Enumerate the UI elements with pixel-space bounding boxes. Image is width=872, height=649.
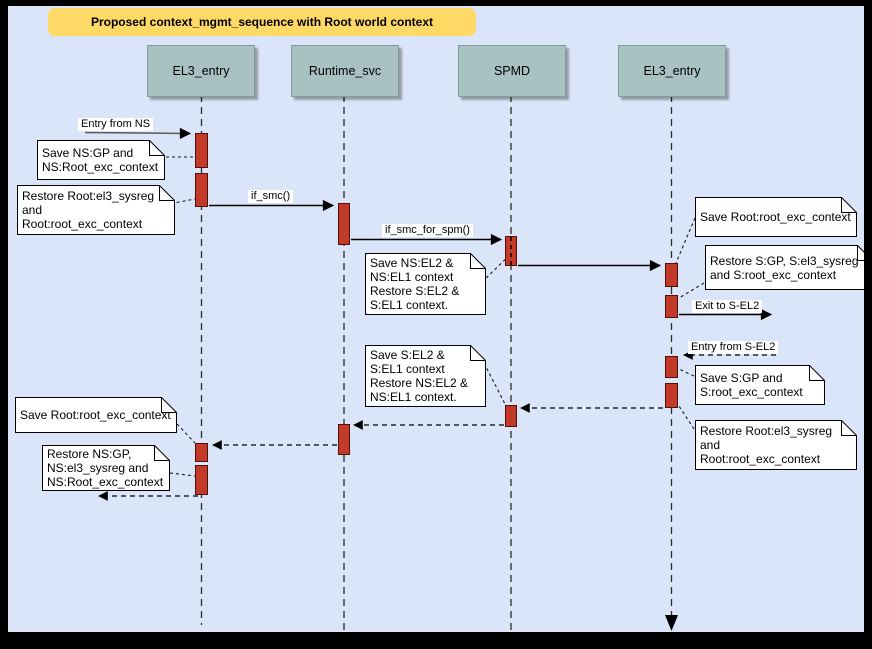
note-connector xyxy=(678,405,695,430)
activation-bar xyxy=(195,443,208,462)
note-fold-icon xyxy=(857,245,864,261)
note-save-ns-el2: Save NS:EL2 & NS:EL1 context Restore S:E… xyxy=(365,253,486,315)
activation-bar xyxy=(505,405,517,427)
note-text: Restore NS:GP, NS:el3_sysreg and NS:Root… xyxy=(47,447,164,489)
lifeline-header-spmd: SPMD xyxy=(458,45,566,97)
note-restore-root-el3-sysreg-left: Restore Root:el3_sysreg and Root:root_ex… xyxy=(17,185,175,235)
note-connector xyxy=(483,362,506,405)
note-text: Save Root:root_exc_context xyxy=(20,408,171,422)
message-label-if-smc-for-spm: if_smc_for_spm() xyxy=(382,224,473,237)
note-text: Save S:GP and S:root_exc_context xyxy=(700,371,803,399)
note-text: Restore Root:el3_sysreg and Root:root_ex… xyxy=(22,189,155,231)
activation-bar xyxy=(195,173,208,207)
activation-bar xyxy=(505,236,517,266)
note-text: Restore S:GP, S:el3_sysreg and S:root_ex… xyxy=(710,253,859,282)
note-restore-s-gp: Restore S:GP, S:el3_sysreg and S:root_ex… xyxy=(705,245,864,290)
note-save-root-exc-context-left: Save Root:root_exc_context xyxy=(15,397,177,433)
note-fold-icon xyxy=(470,253,486,269)
note-save-s-el2: Save S:EL2 & S:EL1 context Restore NS:EL… xyxy=(365,345,486,407)
note-connector xyxy=(176,423,196,444)
activation-bar xyxy=(338,203,350,245)
message-label-entry-from-ns: Entry from NS xyxy=(78,118,154,131)
sequence-diagram-canvas: Proposed context_mgmt_sequence with Root… xyxy=(8,6,864,632)
lifeline-header-el3-entry-right: EL3_entry xyxy=(618,45,726,97)
message-label-exit-to-s-el2: Exit to S-EL2 xyxy=(692,300,763,313)
note-restore-ns-gp: Restore NS:GP, NS:el3_sysreg and NS:Root… xyxy=(42,445,170,491)
note-connector xyxy=(675,217,696,264)
note-connector xyxy=(169,472,196,477)
note-connector xyxy=(678,282,705,299)
note-fold-icon xyxy=(841,197,857,213)
note-connector xyxy=(678,368,695,377)
message-label-entry-from-s-el2: Entry from S-EL2 xyxy=(688,341,779,354)
note-fold-icon xyxy=(470,345,486,361)
activation-bar xyxy=(665,263,678,287)
activation-bar xyxy=(665,383,678,408)
note-fold-icon xyxy=(809,365,825,381)
message-arrow-entry-from-ns xyxy=(84,127,192,140)
activation-bar xyxy=(665,295,678,318)
activation-bar xyxy=(195,465,208,495)
note-text: Save S:EL2 & S:EL1 context Restore NS:EL… xyxy=(370,348,469,404)
note-fold-icon xyxy=(149,140,165,156)
lifeline-label: Runtime_svc xyxy=(308,64,382,78)
note-fold-icon xyxy=(161,397,177,413)
lifeline-header-el3-entry-left: EL3_entry xyxy=(147,45,255,97)
note-text: Save Root:root_exc_context xyxy=(700,210,851,224)
lifeline-label: EL3_entry xyxy=(172,64,230,78)
note-fold-icon xyxy=(841,420,857,436)
note-save-ns-gp: Save NS:GP and NS:Root_exc_context xyxy=(37,140,165,180)
note-save-root-exc-context-right: Save Root:root_exc_context xyxy=(695,197,857,237)
note-restore-root-el3-sysreg-right: Restore Root:el3_sysreg and Root:root_ex… xyxy=(695,420,857,470)
note-fold-icon xyxy=(154,445,170,461)
activation-bar xyxy=(195,133,208,168)
activation-bar xyxy=(338,424,350,455)
lifeline-end-arrow-icon xyxy=(665,615,678,631)
connector-layer xyxy=(84,95,776,632)
note-text: Save NS:GP and NS:Root_exc_context xyxy=(42,146,159,174)
lifeline-label: EL3_entry xyxy=(643,64,701,78)
diagram-title: Proposed context_mgmt_sequence with Root… xyxy=(48,8,476,36)
lifeline-label: SPMD xyxy=(493,64,531,78)
note-save-s-gp: Save S:GP and S:root_exc_context xyxy=(695,365,825,405)
note-fold-icon xyxy=(159,185,175,201)
activation-bar xyxy=(665,356,678,378)
message-label-if-smc: if_smc() xyxy=(248,190,294,203)
note-text: Restore Root:el3_sysreg and Root:root_ex… xyxy=(700,424,833,466)
note-text: Save NS:EL2 & NS:EL1 context Restore S:E… xyxy=(370,256,460,312)
lifeline-header-runtime-svc: Runtime_svc xyxy=(291,45,399,97)
